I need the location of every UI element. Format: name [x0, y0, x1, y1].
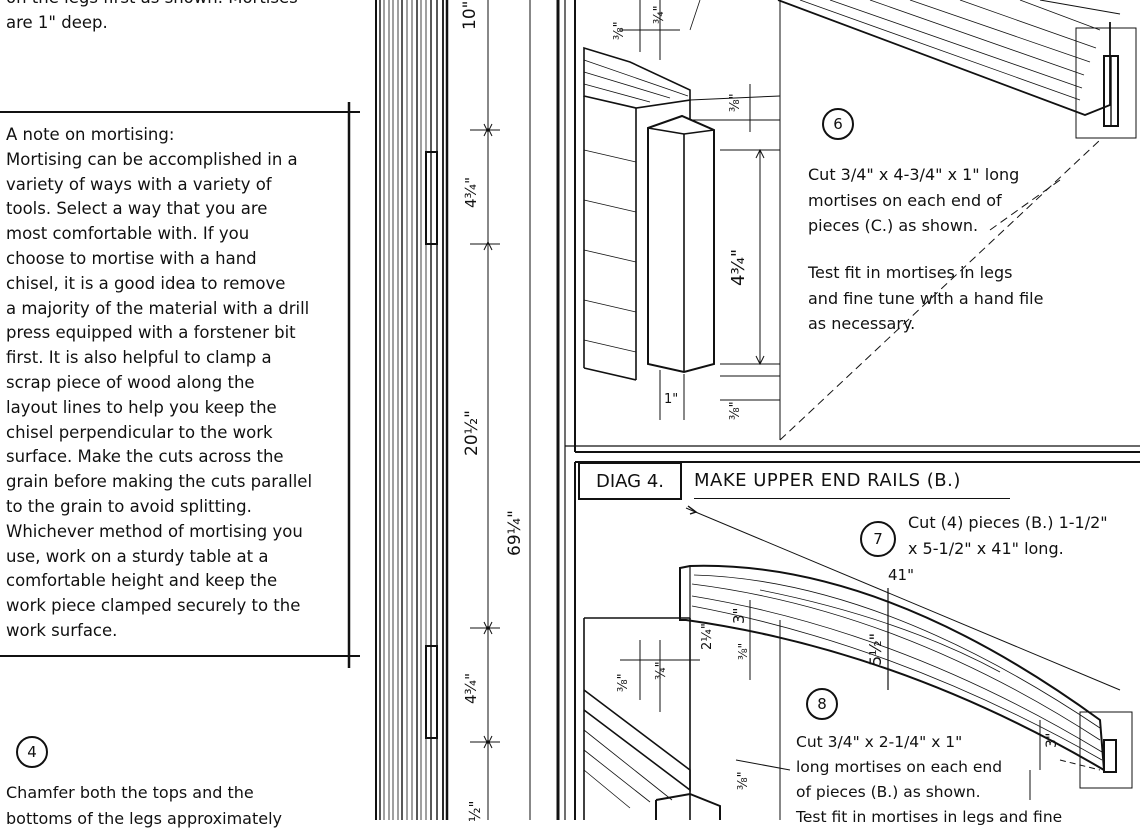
- diag4-dim-small-b: ⅜": [736, 643, 750, 660]
- note-line: work surface.: [6, 619, 351, 644]
- diag4-length-dim: 41": [888, 566, 914, 584]
- diag4-title: MAKE UPPER END RAILS (B.): [694, 470, 961, 491]
- top-fragment-text: on the legs first as shown. Mortises are…: [6, 0, 298, 36]
- diag4-dim-top-a: ⅜": [616, 673, 631, 692]
- step8-text: Cut 3/4" x 2-1/4" x 1" long mortises on …: [796, 730, 1062, 830]
- note-line: grain before making the cuts parallel: [6, 470, 351, 495]
- step4-line: Chamfer both the tops and the: [6, 780, 282, 806]
- leg-dim-mortise-lower: 4¾": [462, 673, 480, 704]
- note-line: variety of ways with a variety of: [6, 173, 351, 198]
- note-line: work piece clamped securely to the: [6, 594, 351, 619]
- note-line: layout lines to help you keep the: [6, 396, 351, 421]
- diag3-dim-top-b: ¾": [652, 5, 667, 24]
- diag3-leg-block: [584, 48, 714, 380]
- step6-number-circle: 6: [822, 108, 854, 140]
- diag3-dim-top-a: ⅜": [612, 21, 627, 40]
- leg-dim-overall: 69¼": [505, 510, 525, 556]
- step7-line: Cut (4) pieces (B.) 1-1/2": [908, 510, 1108, 536]
- test-fit-line: Test fit in mortises in legs: [808, 260, 1043, 286]
- step6-line: Cut 3/4" x 4-3/4" x 1" long: [808, 162, 1019, 188]
- top-fragment-line: on the legs first as shown. Mortises: [6, 0, 298, 11]
- leg-dim-top: 10": [460, 1, 480, 30]
- diag3-dim-side-a: ⅜": [728, 93, 743, 112]
- step7-text: Cut (4) pieces (B.) 1-1/2" x 5-1/2" x 41…: [908, 510, 1108, 561]
- diag3-dim-depth: 1": [664, 392, 678, 407]
- note-line: choose to mortise with a hand: [6, 247, 351, 272]
- note-line: Whichever method of mortising you: [6, 520, 351, 545]
- step4-line: bottoms of the legs approximately: [6, 806, 282, 831]
- step6-test-fit-text: Test fit in mortises in legs and fine tu…: [808, 260, 1043, 337]
- note-line: comfortable height and keep the: [6, 569, 351, 594]
- diag4-title-underline: [694, 498, 1010, 499]
- leg-dim-bottom: ½": [466, 801, 484, 822]
- note-line: first. It is also helpful to clamp a: [6, 346, 351, 371]
- leg-dim-middle: 20½": [462, 410, 482, 456]
- diag4-title-row: DIAG 4. MAKE UPPER END RAILS (B.): [578, 462, 1140, 500]
- step7-number-circle: 7: [860, 521, 896, 557]
- diag3-dim-bottom: ⅜": [728, 401, 743, 420]
- diag4-dim-end-height: 3": [730, 608, 748, 624]
- step8-number-circle: 8: [806, 688, 838, 720]
- note-line: surface. Make the cuts across the: [6, 445, 351, 470]
- note-line: tools. Select a way that you are: [6, 197, 351, 222]
- diag4-dim-top-c: 2¼": [700, 623, 715, 650]
- step6-text: Cut 3/4" x 4-3/4" x 1" long mortises on …: [808, 162, 1019, 239]
- top-fragment-line: are 1" deep.: [6, 11, 298, 36]
- test-fit-line: as necessary.: [808, 311, 1043, 337]
- note-line: a majority of the material with a drill: [6, 297, 351, 322]
- step8-line: of pieces (B.) as shown.: [796, 780, 1062, 805]
- step8-line: long mortises on each end: [796, 755, 1062, 780]
- note-line: chisel, it is a good idea to remove: [6, 272, 351, 297]
- note-line: press equipped with a forstener bit: [6, 321, 351, 346]
- note-line: Mortising can be accomplished in a: [6, 148, 351, 173]
- diag4-label: DIAG 4.: [578, 462, 682, 500]
- note-line: most comfortable with. If you: [6, 222, 351, 247]
- step4-text: Chamfer both the tops and the bottoms of…: [6, 780, 282, 831]
- note-line: scrap piece of wood along the: [6, 371, 351, 396]
- leg-elevation: [376, 0, 447, 820]
- step8-line: Cut 3/4" x 2-1/4" x 1": [796, 730, 1062, 755]
- note-line: chisel perpendicular to the work: [6, 421, 351, 446]
- diag3-dim-height: 4¾": [728, 249, 749, 286]
- diag4-dim-top-b: ¾": [654, 661, 669, 680]
- note-line: use, work on a sturdy table at a: [6, 545, 351, 570]
- step4-number-circle: 4: [16, 736, 48, 768]
- mortising-note: A note on mortising: Mortising can be ac…: [6, 123, 351, 644]
- step7-line: x 5-1/2" x 41" long.: [908, 536, 1108, 562]
- step6-line: mortises on each end of: [808, 188, 1019, 214]
- test-fit-line: and fine tune with a hand file: [808, 286, 1043, 312]
- note-line: to the grain to avoid splitting.: [6, 495, 351, 520]
- step6-line: pieces (C.) as shown.: [808, 213, 1019, 239]
- diag4-dim-small-a: ⅜": [736, 771, 751, 790]
- step8-line: Test fit in mortises in legs and fine: [796, 805, 1062, 830]
- diag4-dim-center-height: 5½": [866, 633, 885, 666]
- leg-dim-mortise-upper: 4¾": [462, 177, 480, 208]
- note-heading: A note on mortising:: [6, 123, 351, 148]
